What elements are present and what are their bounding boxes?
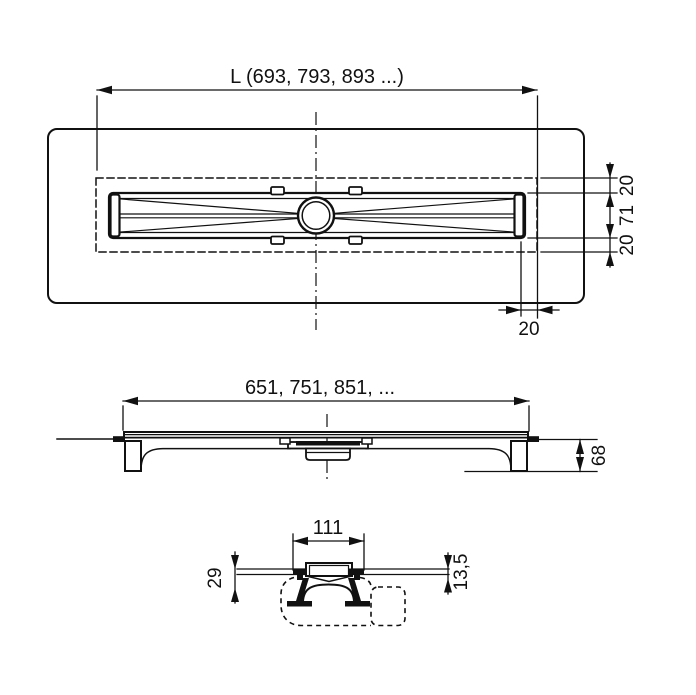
drain-opening-outer — [296, 196, 336, 235]
dim-label-gap-bottom: 20 — [617, 234, 638, 255]
dim-arrow — [506, 305, 521, 315]
support-foot — [510, 440, 528, 472]
flange-hook — [527, 436, 539, 442]
mounting-clip — [348, 235, 363, 245]
dim-arrow — [444, 555, 452, 569]
dim-arrow — [444, 578, 452, 593]
dim-edge-height: 29 — [205, 551, 239, 604]
dim-arrow — [514, 396, 529, 406]
plan-view: L (693, 793, 893 ...) 20 71 20 20 — [47, 66, 638, 340]
section-view: 111 29 — [205, 517, 472, 627]
channel-slope-line — [331, 198, 514, 215]
dim-flange-width: 111 — [292, 517, 365, 571]
drain-opening-inner — [301, 200, 331, 231]
elevation-view: 651, 751, 851, ... 68 — [56, 377, 610, 479]
dim-arrow — [231, 588, 239, 602]
mounting-clip — [361, 437, 373, 445]
dim-label-gap-top: 20 — [617, 175, 638, 196]
support-leg — [296, 578, 309, 601]
dim-label-body-length: 651, 751, 851, ... — [245, 377, 395, 399]
foot-plate — [287, 601, 312, 607]
outlet-dashed-outline — [370, 586, 406, 627]
flange-bar — [293, 568, 306, 575]
dim-arrow — [231, 555, 239, 569]
channel-bottom-slope — [305, 575, 353, 583]
channel-outline — [107, 191, 527, 240]
dim-arrow — [576, 439, 584, 454]
dim-label-channel-width: 71 — [617, 205, 638, 226]
dim-label-length: L (693, 793, 893 ...) — [230, 66, 404, 88]
mounting-clip — [270, 186, 285, 196]
channel-profile-inner — [308, 564, 350, 577]
mounting-clip — [279, 437, 291, 445]
channel-slope-line — [331, 217, 514, 233]
dim-arrow — [606, 252, 614, 266]
dim-label-lip-depth: 13,5 — [451, 554, 472, 591]
dim-length-elevation: 651, 751, 851, ... — [122, 377, 530, 432]
dim-label-edge-height: 29 — [205, 567, 226, 588]
dim-label-height: 68 — [589, 445, 610, 466]
channel-body-elevation — [113, 431, 539, 472]
mounting-clip — [348, 186, 363, 196]
underside-profile — [365, 447, 512, 471]
drain-flange-strip — [296, 441, 360, 446]
dim-arrow — [97, 85, 112, 95]
channel-end-cap — [513, 193, 525, 238]
foot-plate — [345, 601, 370, 607]
dim-arrow — [606, 164, 614, 178]
dim-length-plan: L (693, 793, 893 ...) — [96, 66, 539, 319]
dim-arrow — [293, 536, 308, 546]
channel-body-plan — [107, 186, 527, 245]
support-foot — [124, 440, 142, 472]
clamp-stub — [297, 575, 303, 580]
dim-arrow — [606, 193, 614, 207]
clamp-stub — [354, 575, 360, 580]
flange-bar — [349, 568, 364, 575]
trap-dashed-outline — [359, 576, 372, 588]
dim-arrow — [606, 224, 614, 238]
support-leg — [348, 578, 361, 601]
trap-dashed-outline — [280, 576, 371, 627]
dim-width-stack: 20 71 20 — [527, 162, 638, 268]
dim-label-flange-width: 111 — [313, 517, 343, 539]
dim-arrow — [349, 536, 364, 546]
dim-lip-depth: 13,5 — [444, 552, 472, 595]
dim-arrow — [123, 396, 138, 406]
dim-label-end-gap: 20 — [518, 319, 539, 340]
dim-end-gap: 20 — [498, 241, 560, 340]
underside-profile — [140, 447, 291, 471]
drain-body — [305, 447, 351, 461]
channel-slope-line — [120, 217, 301, 233]
dim-arrow — [522, 85, 537, 95]
dim-height: 68 — [464, 438, 610, 473]
mounting-clip — [270, 235, 285, 245]
dim-arrow — [537, 305, 553, 315]
flange-hook — [113, 436, 125, 442]
channel-section — [280, 562, 406, 627]
dim-arrow — [576, 457, 584, 472]
channel-slope-line — [120, 198, 301, 215]
channel-end-cap — [109, 193, 121, 238]
siphon-arch — [301, 583, 356, 603]
